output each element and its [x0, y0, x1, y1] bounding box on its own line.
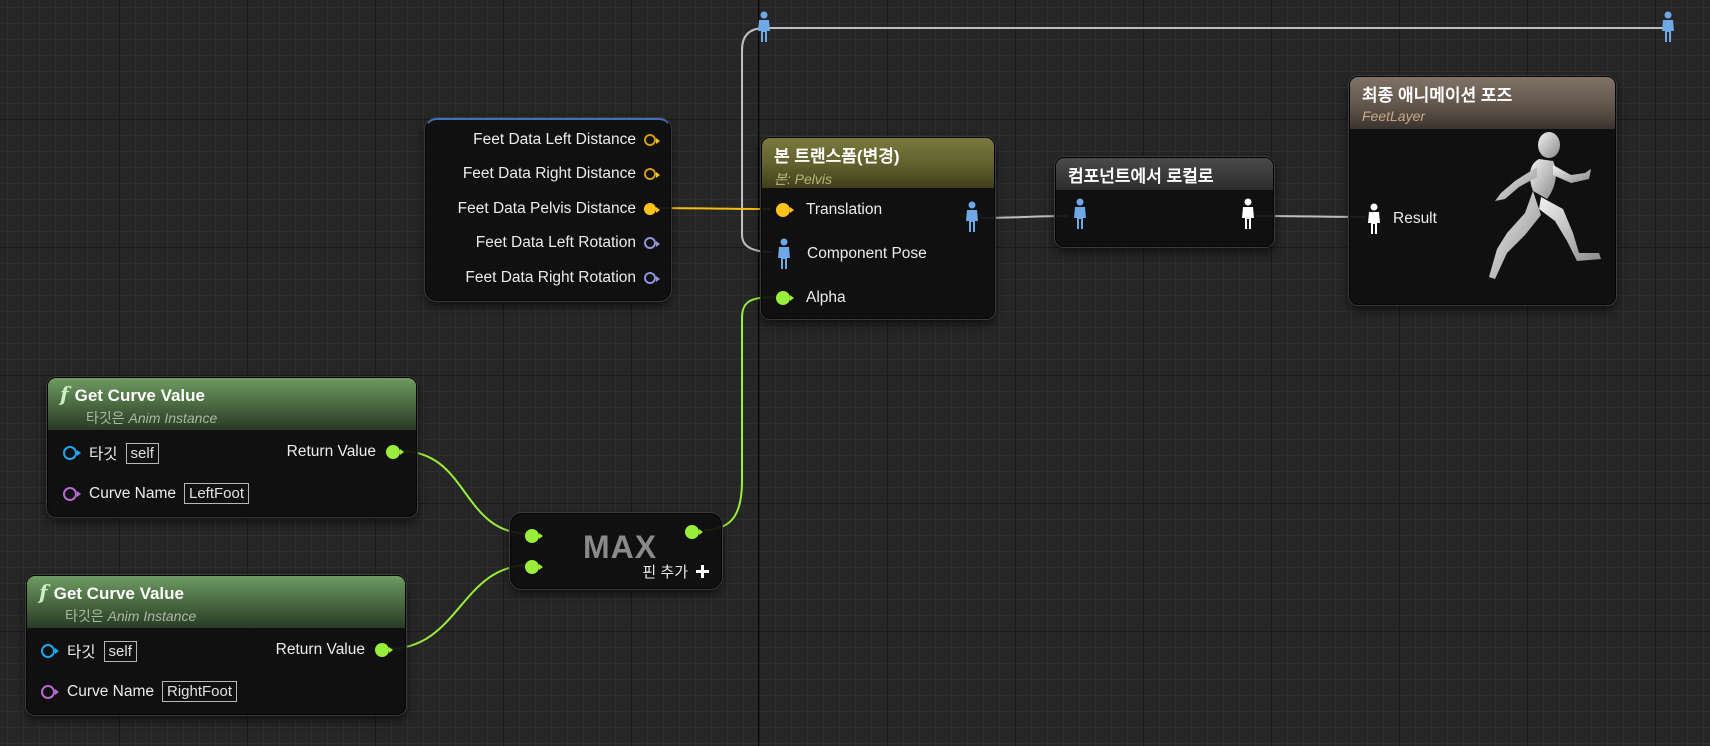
target-pin[interactable]: 타깃 self: [41, 640, 137, 662]
pose-output-pin-icon[interactable]: [965, 201, 979, 233]
curve-name-pin[interactable]: Curve Name LeftFoot: [63, 483, 250, 504]
node-subtitle: 본: Pelvis: [774, 171, 833, 187]
vector-pin-icon[interactable]: [776, 203, 794, 217]
feet-data-pelvis-distance-pin[interactable]: Feet Data Pelvis Distance: [458, 200, 660, 218]
node-subtitle: 타깃은 Anim Instance: [86, 410, 218, 426]
max-output-pin[interactable]: [685, 525, 703, 539]
rotator-pin-icon[interactable]: [644, 237, 660, 249]
rotator-pin-icon[interactable]: [644, 272, 660, 284]
float-pin-icon[interactable]: [776, 291, 794, 305]
feet-data-right-distance-pin[interactable]: Feet Data Right Distance: [463, 165, 660, 183]
local-pose-pin-icon[interactable]: [1367, 203, 1381, 235]
max-input-a-pin[interactable]: [525, 529, 543, 543]
pose-input-pin-icon[interactable]: [1073, 198, 1087, 230]
float-pin-icon[interactable]: [375, 643, 393, 657]
pose-pin-icon[interactable]: [777, 238, 791, 270]
translation-pin[interactable]: Translation: [776, 201, 882, 219]
name-pin-icon[interactable]: [41, 684, 59, 699]
alpha-wire: [703, 296, 779, 531]
max-input-b-pin[interactable]: [525, 560, 543, 574]
add-pin-button[interactable]: 핀 추가: [642, 561, 709, 582]
function-icon: f: [39, 580, 48, 604]
target-pin[interactable]: 타깃 self: [63, 442, 159, 464]
max-input-wire-2: [387, 564, 531, 650]
return-value-pin[interactable]: Return Value: [276, 641, 393, 659]
local-pose-output-pin-icon[interactable]: [1241, 198, 1255, 230]
node-title: 최종 애니메이션 포즈: [1362, 86, 1513, 105]
object-pin-icon[interactable]: [63, 446, 81, 460]
feet-data-right-rotation-pin[interactable]: Feet Data Right Rotation: [465, 269, 660, 287]
node-header: 본 트랜스폼(변경) 본: Pelvis: [762, 138, 994, 188]
node-title: 컴포넌트에서 로컬로: [1068, 167, 1214, 186]
break-feet-data-node[interactable]: Feet Data Left Distance Feet Data Right …: [425, 118, 671, 301]
node-subtitle: 타깃은 Anim Instance: [65, 608, 197, 624]
vector-pin-icon[interactable]: [644, 134, 660, 146]
output-pose-node[interactable]: 최종 애니메이션 포즈 FeetLayer Result: [1349, 76, 1616, 305]
alpha-pin[interactable]: Alpha: [776, 289, 846, 307]
vector-pin-icon[interactable]: [644, 168, 660, 180]
node-header: 최종 애니메이션 포즈 FeetLayer: [1350, 77, 1615, 129]
feet-data-left-distance-pin[interactable]: Feet Data Left Distance: [473, 131, 660, 149]
pose-pin-icon[interactable]: [1661, 11, 1675, 43]
plus-icon: [696, 565, 709, 578]
node-title: MAX: [583, 529, 658, 565]
curve-name-pin[interactable]: Curve Name RightFoot: [41, 681, 238, 702]
float-pin-icon[interactable]: [386, 445, 404, 459]
feet-data-left-rotation-pin[interactable]: Feet Data Left Rotation: [476, 234, 660, 252]
vector-pin-icon[interactable]: [644, 203, 660, 215]
component-to-local-node[interactable]: 컴포넌트에서 로컬로: [1055, 157, 1274, 247]
max-node[interactable]: MAX 핀 추가: [510, 513, 722, 589]
result-pin[interactable]: Result: [1367, 203, 1437, 235]
object-pin-icon[interactable]: [41, 644, 59, 658]
graph-origin-axis: [758, 0, 759, 746]
curve-name-input[interactable]: RightFoot: [162, 681, 238, 702]
target-value-box: self: [103, 640, 137, 662]
modify-bone-transform-node[interactable]: 본 트랜스폼(변경) 본: Pelvis Translation Compone…: [761, 137, 995, 319]
name-pin-icon[interactable]: [63, 486, 81, 501]
mannequin-preview-icon: [1489, 132, 1601, 279]
function-icon: f: [60, 382, 69, 406]
curve-name-input[interactable]: LeftFoot: [184, 483, 250, 504]
node-header: 컴포넌트에서 로컬로: [1056, 158, 1273, 190]
component-pose-pin[interactable]: Component Pose: [777, 238, 927, 270]
node-title: 본 트랜스폼(변경): [774, 147, 900, 166]
pose-pin-icon[interactable]: [757, 11, 771, 43]
return-value-pin[interactable]: Return Value: [287, 443, 404, 461]
node-subtitle: FeetLayer: [1362, 108, 1426, 124]
target-value-box: self: [125, 442, 159, 464]
